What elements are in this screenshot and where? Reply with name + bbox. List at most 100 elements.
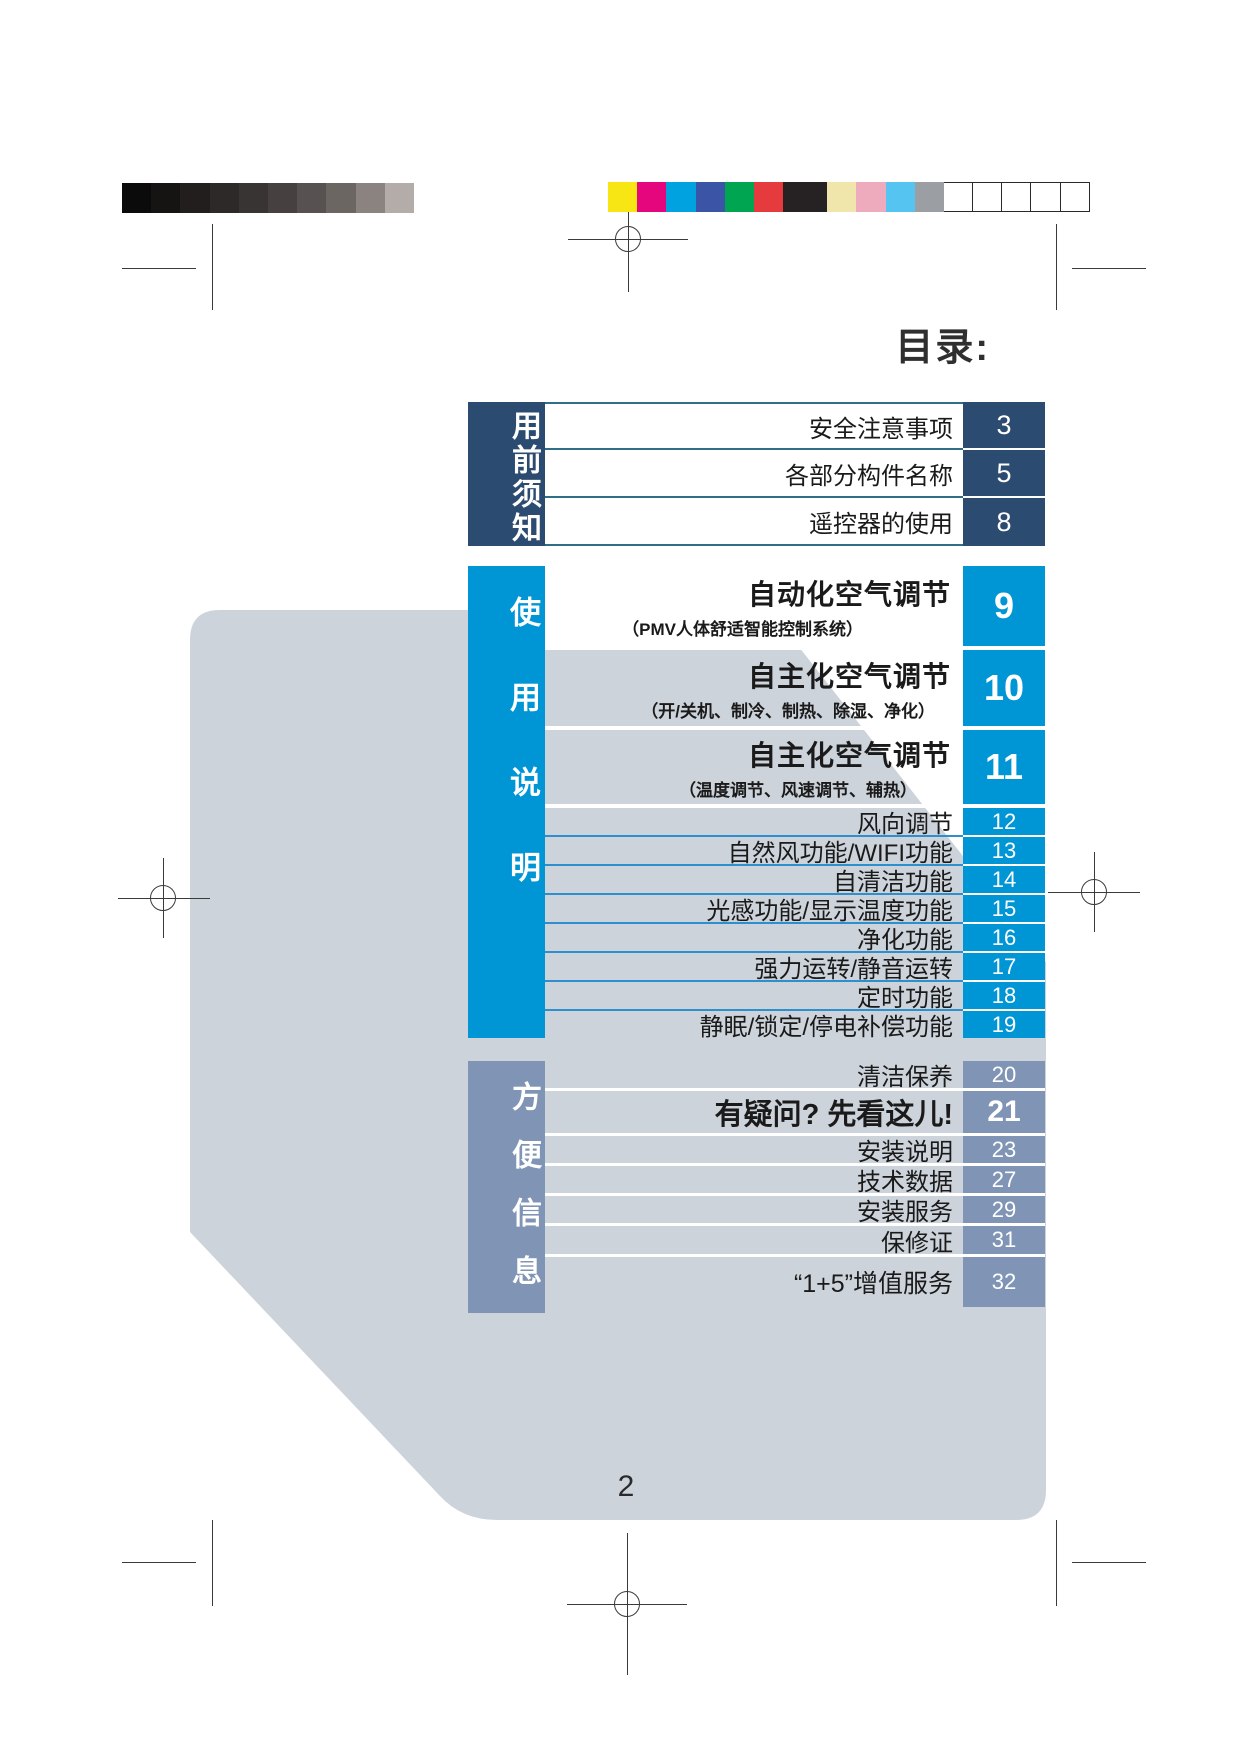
toc-row: 静眠/锁定/停电补偿功能 19 [545,1011,1045,1041]
color-swatch [637,182,667,212]
toc-entry-title: 自清洁功能 [545,866,963,896]
toc-entry-page: 8 [963,498,1045,546]
toc-row: 净化功能 16 [545,924,1045,954]
toc-row: 技术数据 27 [545,1166,1045,1196]
toc-entry-title: 定时功能 [545,982,963,1012]
toc-entry-page: 9 [963,566,1045,650]
crop-mark-bottom-right [1072,1562,1146,1563]
toc-row: 强力运转/静音运转 17 [545,953,1045,983]
toc-entry-title: 自主化空气调节 [747,660,951,692]
toc-entry-page: 16 [963,924,1045,953]
section-handy-info-label: 方便信息 [468,1061,545,1313]
toc-row: 安装服务 29 [545,1196,1045,1226]
toc-row: 自主化空气调节 （温度调节、风速调节、辅热） 11 [545,730,1045,808]
toc-entry-page: 19 [963,1011,1045,1038]
toc-row: 各部分构件名称 5 [545,450,1045,498]
toc-row: 自然风功能/WIFI功能 13 [545,837,1045,867]
toc-row: 定时功能 18 [545,982,1045,1012]
white-swatch [1031,182,1061,212]
toc-entry-title: 有疑问? 先看这儿! [545,1091,963,1136]
toc-entry: 自主化空气调节 （温度调节、风速调节、辅热） [545,730,963,808]
toc-entry-title: 风向调节 [545,808,963,838]
toc-entry-subtitle: （开/关机、制冷、制热、除湿、净化） [641,701,935,721]
toc-entry-title: “1+5”增值服务 [793,1270,953,1298]
color-swatch [695,182,725,212]
toc-entry-page: 20 [963,1061,1045,1091]
toc-entry-page: 13 [963,837,1045,866]
toc-entry: 自主化空气调节 （开/关机、制冷、制热、除湿、净化） [545,650,963,730]
registration-crosshair-bottom [614,1591,640,1617]
toc-entry-page: 31 [963,1226,1045,1257]
color-swatch [724,182,754,212]
toc-entry-title: 安全注意事项 [545,402,963,450]
section-before-use: 用前须知 安全注意事项 3 各部分构件名称 5 遥控器的使用 8 [468,402,1045,546]
toc-row: 自清洁功能 14 [545,866,1045,896]
toc-row: 风向调节 12 [545,808,1045,838]
toc-row: 有疑问? 先看这儿! 21 [545,1091,1045,1136]
crop-mark-top-left [122,268,196,269]
toc-row: 清洁保养 20 [545,1061,1045,1091]
toc-row: 安装说明 23 [545,1136,1045,1166]
toc-entry: 自动化空气调节 （PMV人体舒适智能控制系统） [545,566,963,650]
toc-row: 光感功能/显示温度功能 15 [545,895,1045,925]
crop-mark-top-left [212,224,213,310]
toc-row: “1+5”增值服务 32 [545,1257,1045,1307]
section-before-use-label: 用前须知 [468,402,545,546]
toc-entry-title: 自主化空气调节 [747,739,951,771]
toc-entry-page: 18 [963,982,1045,1011]
grayscale-calibration-bar [122,183,414,213]
grayscale-swatch [180,183,210,213]
toc-entry-page: 27 [963,1166,1045,1196]
registration-crosshair-left [150,885,176,911]
section-handy-info: 方便信息 清洁保养 20 有疑问? 先看这儿! 21 安装说明 23 技术数据 … [468,1061,1045,1313]
crop-mark-bottom-right [1056,1520,1057,1606]
toc-entry-title: 净化功能 [545,924,963,954]
grayscale-swatch [384,183,414,213]
toc-entry-page: 29 [963,1196,1045,1226]
toc-entry-page: 5 [963,450,1045,498]
toc-entry-title: 安装服务 [545,1196,963,1226]
grayscale-swatch [238,183,268,213]
toc-entry-page: 14 [963,866,1045,895]
registration-crosshair-right [1081,879,1107,905]
crop-mark-bottom-left [122,1562,196,1563]
white-swatch [973,182,1003,212]
crop-mark-top-right [1072,268,1146,269]
toc-row: 自动化空气调节 （PMV人体舒适智能控制系统） 9 [545,566,1045,650]
toc-entry-title: 保修证 [545,1226,963,1257]
registration-crosshair-top [615,226,641,252]
toc-entry-title: 光感功能/显示温度功能 [545,895,963,925]
toc-entry-page: 17 [963,953,1045,982]
grayscale-swatch [209,183,239,213]
toc-entry-page: 3 [963,402,1045,450]
color-swatch [608,182,638,212]
section-usage-rows: 自动化空气调节 （PMV人体舒适智能控制系统） 9 自主化空气调节 （开/关机、… [545,566,1045,1041]
crop-mark-bottom-left [212,1520,213,1606]
section-usage-label: 使用说明 [468,566,545,1038]
toc-entry-page: 10 [963,650,1045,730]
toc-entry-subtitle: （温度调节、风速调节、辅热） [679,780,917,800]
section-usage: 使用说明 自动化空气调节 （PMV人体舒适智能控制系统） 9 自主化空气调节 （… [468,566,1045,1041]
toc-row: 遥控器的使用 8 [545,498,1045,546]
grayscale-swatch [267,183,298,213]
crop-mark-top-right [1056,224,1057,310]
grayscale-swatch [151,183,181,213]
toc-row: 安全注意事项 3 [545,402,1045,450]
page-number: 2 [617,1470,635,1503]
white-swatch [1060,182,1090,212]
toc-entry-title: 各部分构件名称 [545,450,963,498]
white-swatch [943,182,974,212]
toc-entry-title: 强力运转/静音运转 [545,953,963,983]
toc-entry-title: 清洁保养 [545,1061,963,1091]
color-swatch [827,182,857,212]
color-swatch [856,182,886,212]
toc-entry-title: 遥控器的使用 [545,498,963,546]
toc-entry-page: 32 [963,1257,1045,1307]
toc-entry-title: 技术数据 [545,1166,963,1196]
color-calibration-bar [608,182,1090,212]
color-swatch [885,182,915,212]
grayscale-swatch [355,183,385,213]
toc-row: 自主化空气调节 （开/关机、制冷、制热、除湿、净化） 10 [545,650,1045,730]
color-swatch [914,182,944,212]
